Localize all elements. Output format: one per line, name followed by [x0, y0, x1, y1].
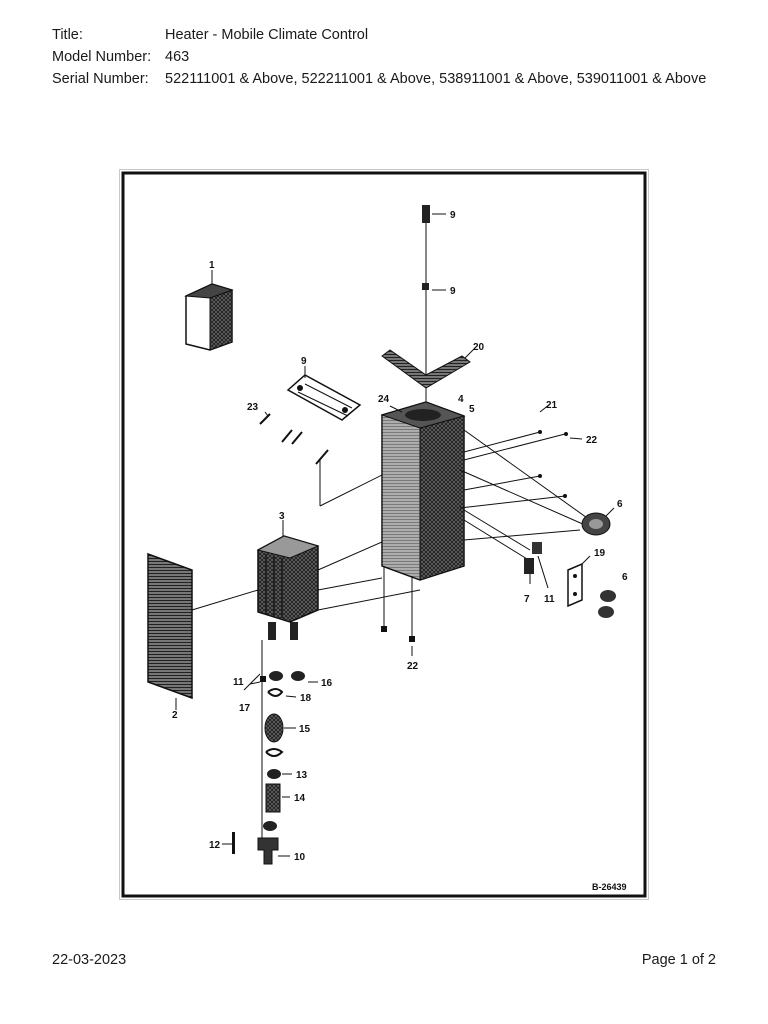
callout-12: 12: [209, 840, 221, 851]
callout-6-lower: 6: [622, 572, 628, 583]
part-8-knobs: [598, 590, 616, 618]
part-20-duct: [381, 347, 476, 389]
title-value: Heater - Mobile Climate Control: [165, 27, 369, 43]
mounting-rods: [459, 429, 591, 563]
part-3-radiator: [256, 520, 320, 640]
callout-11-right: 11: [544, 594, 555, 605]
callout-leaders: [222, 403, 583, 857]
callout-6-upper: 6: [617, 499, 623, 510]
callout-18: 18: [300, 693, 312, 704]
callout-20: 20: [473, 342, 485, 353]
footer-date: 22-03-2023: [52, 952, 127, 968]
callout-16: 16: [321, 678, 333, 689]
part-9-bracket: [286, 366, 362, 421]
callout-17: 17: [239, 703, 251, 714]
callout-14: 14: [294, 793, 306, 804]
part-1-box: [184, 270, 234, 351]
main-housing: [380, 401, 466, 581]
model-row: Model Number: 463: [52, 48, 732, 66]
title-label: Title:: [52, 27, 83, 43]
callout-24: 24: [378, 394, 390, 405]
diagram-frame: [121, 171, 647, 898]
parts-diagram: 1 2 3 4 5 6 6 7 9 9 9 10 11 11 12 13 14 …: [119, 169, 649, 900]
document-header: Title: Heater - Mobile Climate Control M…: [52, 26, 732, 92]
callout-5: 5: [469, 404, 475, 415]
callout-7: 7: [524, 594, 530, 605]
footer-page-number: Page 1 of 2: [641, 952, 716, 968]
part-23-screws: [259, 413, 329, 465]
serial-label: Serial Number:: [52, 71, 149, 87]
serial-row: Serial Number: 522111001 & Above, 522211…: [52, 70, 732, 88]
callout-21: 21: [546, 400, 558, 411]
drawing-reference-number: B-26439: [592, 882, 627, 892]
callout-11-left: 11: [233, 677, 244, 688]
callout-23: 23: [247, 402, 259, 413]
callout-2: 2: [172, 710, 178, 721]
part-7-clip: [524, 542, 549, 589]
callout-15: 15: [299, 724, 311, 735]
part-6-knob: [581, 507, 615, 536]
part-19-switch-plate: [567, 555, 591, 608]
model-value: 463: [165, 49, 190, 65]
callout-9-bracket: 9: [301, 356, 307, 367]
callout-9-mid: 9: [450, 286, 456, 297]
model-label: Model Number:: [52, 49, 152, 65]
callout-10: 10: [294, 852, 306, 863]
callout-9-top: 9: [450, 210, 456, 221]
callout-13: 13: [296, 770, 308, 781]
part-2-grille: [147, 552, 193, 710]
exploded-view-drawing: 1 2 3 4 5 6 6 7 9 9 9 10 11 11 12 13 14 …: [121, 171, 647, 898]
callout-22-bottom: 22: [407, 661, 419, 672]
callout-4: 4: [458, 394, 464, 405]
callout-22-right: 22: [586, 435, 598, 446]
title-row: Title: Heater - Mobile Climate Control: [52, 26, 732, 44]
callout-3: 3: [279, 511, 285, 522]
callout-19: 19: [594, 548, 606, 559]
callout-1: 1: [209, 260, 215, 271]
hose-assembly: [232, 640, 305, 865]
serial-value: 522111001 & Above, 522211001 & Above, 53…: [165, 71, 707, 87]
